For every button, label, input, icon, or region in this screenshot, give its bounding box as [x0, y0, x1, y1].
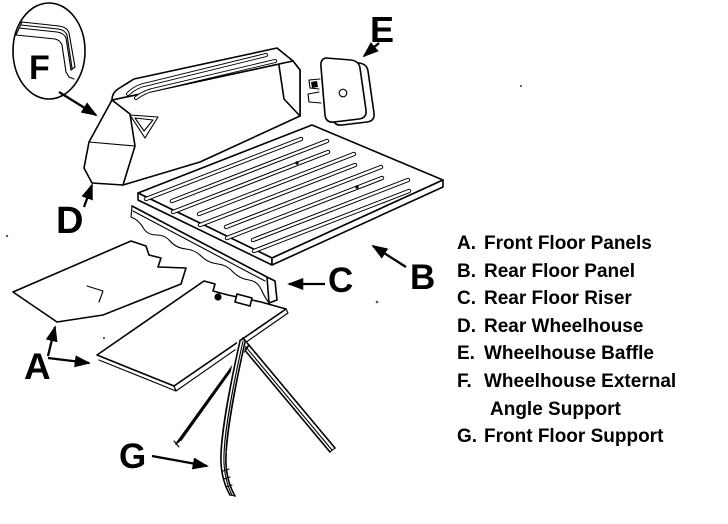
part-label-f: F — [29, 49, 50, 87]
legend-label: Wheelhouse External — [484, 370, 677, 392]
part-label-b: B — [410, 258, 435, 297]
legend-row-g: G. Front Floor Support — [457, 423, 727, 451]
part-wheelhouse-baffle — [307, 57, 375, 126]
support-rail-right — [237, 337, 336, 453]
legend-row-a: A. Front Floor Panels — [457, 230, 727, 258]
wheelhouse-gusset — [129, 114, 159, 139]
legend-letter: G. — [457, 426, 478, 448]
legend-label: Front Floor Panels — [484, 233, 652, 254]
part-label-c: C — [328, 261, 353, 300]
legend-row-d: D. Rear Wheelhouse — [457, 313, 727, 341]
part-front-floor-panel-left — [12, 240, 187, 323]
rear-floor-ribs — [143, 136, 412, 254]
legend-label: Front Floor Support — [484, 426, 664, 448]
part-label-g: G — [119, 437, 146, 476]
part-label-e: E — [370, 9, 394, 50]
legend-row-b: B. Rear Floor Panel — [457, 258, 727, 286]
legend-letter — [463, 396, 490, 424]
legend-label: Rear Wheelhouse — [484, 315, 644, 337]
legend-letter: B. — [457, 260, 476, 282]
panel-mark-dot — [295, 161, 299, 165]
part-front-floor-supports — [173, 337, 336, 498]
callout-circle-f — [12, 2, 86, 100]
legend-label: Angle Support — [490, 398, 621, 420]
arrow-to-part-a-right — [47, 355, 91, 368]
legend-label: Rear Floor Riser — [484, 288, 632, 310]
part-label-d: D — [56, 200, 83, 242]
riser-contour-edge — [130, 216, 270, 304]
part-label-a: A — [24, 346, 51, 387]
panel-mark-dot — [355, 185, 359, 189]
baffle-tab — [307, 78, 322, 104]
support-rail-center — [217, 340, 247, 498]
arrow-to-part-g — [151, 454, 209, 470]
callout-arrow-f — [58, 91, 98, 116]
legend-letter: E. — [457, 343, 475, 365]
legend-row-f: F. Wheelhouse External — [457, 368, 727, 396]
arrow-to-part-a-up — [45, 325, 58, 357]
arrow-to-part-d — [81, 183, 94, 208]
rear-floor-right-edge — [271, 179, 444, 266]
riser-end-cap — [266, 276, 278, 304]
legend-row-c: C. Rear Floor Riser — [457, 285, 727, 313]
scan-specks — [5, 84, 523, 454]
part-rear-floor-panel — [137, 124, 444, 266]
panel-tab — [234, 293, 253, 307]
legend-letter: D. — [457, 315, 476, 337]
baffle-plate — [320, 57, 367, 123]
arrow-to-part-b — [371, 245, 407, 268]
baffle-hole — [338, 88, 348, 98]
legend-row-f-line2: Angle Support — [457, 396, 727, 424]
part-rear-floor-riser — [130, 205, 278, 304]
wheelhouse-front-wedge — [83, 99, 136, 186]
legend-label: Wheelhouse Baffle — [484, 343, 654, 365]
legend-label: Rear Floor Panel — [484, 260, 635, 282]
legend: A.Front Floor Panels B.Rear Floor Panel … — [457, 230, 727, 451]
legend-letter: A. — [457, 233, 476, 254]
legend-row-e: E. Wheelhouse Baffle — [457, 340, 727, 368]
part-front-floor-panel-right — [96, 280, 289, 392]
drain-hole-dot — [214, 293, 222, 301]
arrow-to-part-e — [362, 42, 380, 58]
legend-letter: C. — [457, 288, 476, 310]
angle-support-detail-icon — [15, 21, 76, 80]
part-rear-wheelhouse — [83, 47, 301, 186]
legend-letter: F. — [457, 370, 472, 392]
